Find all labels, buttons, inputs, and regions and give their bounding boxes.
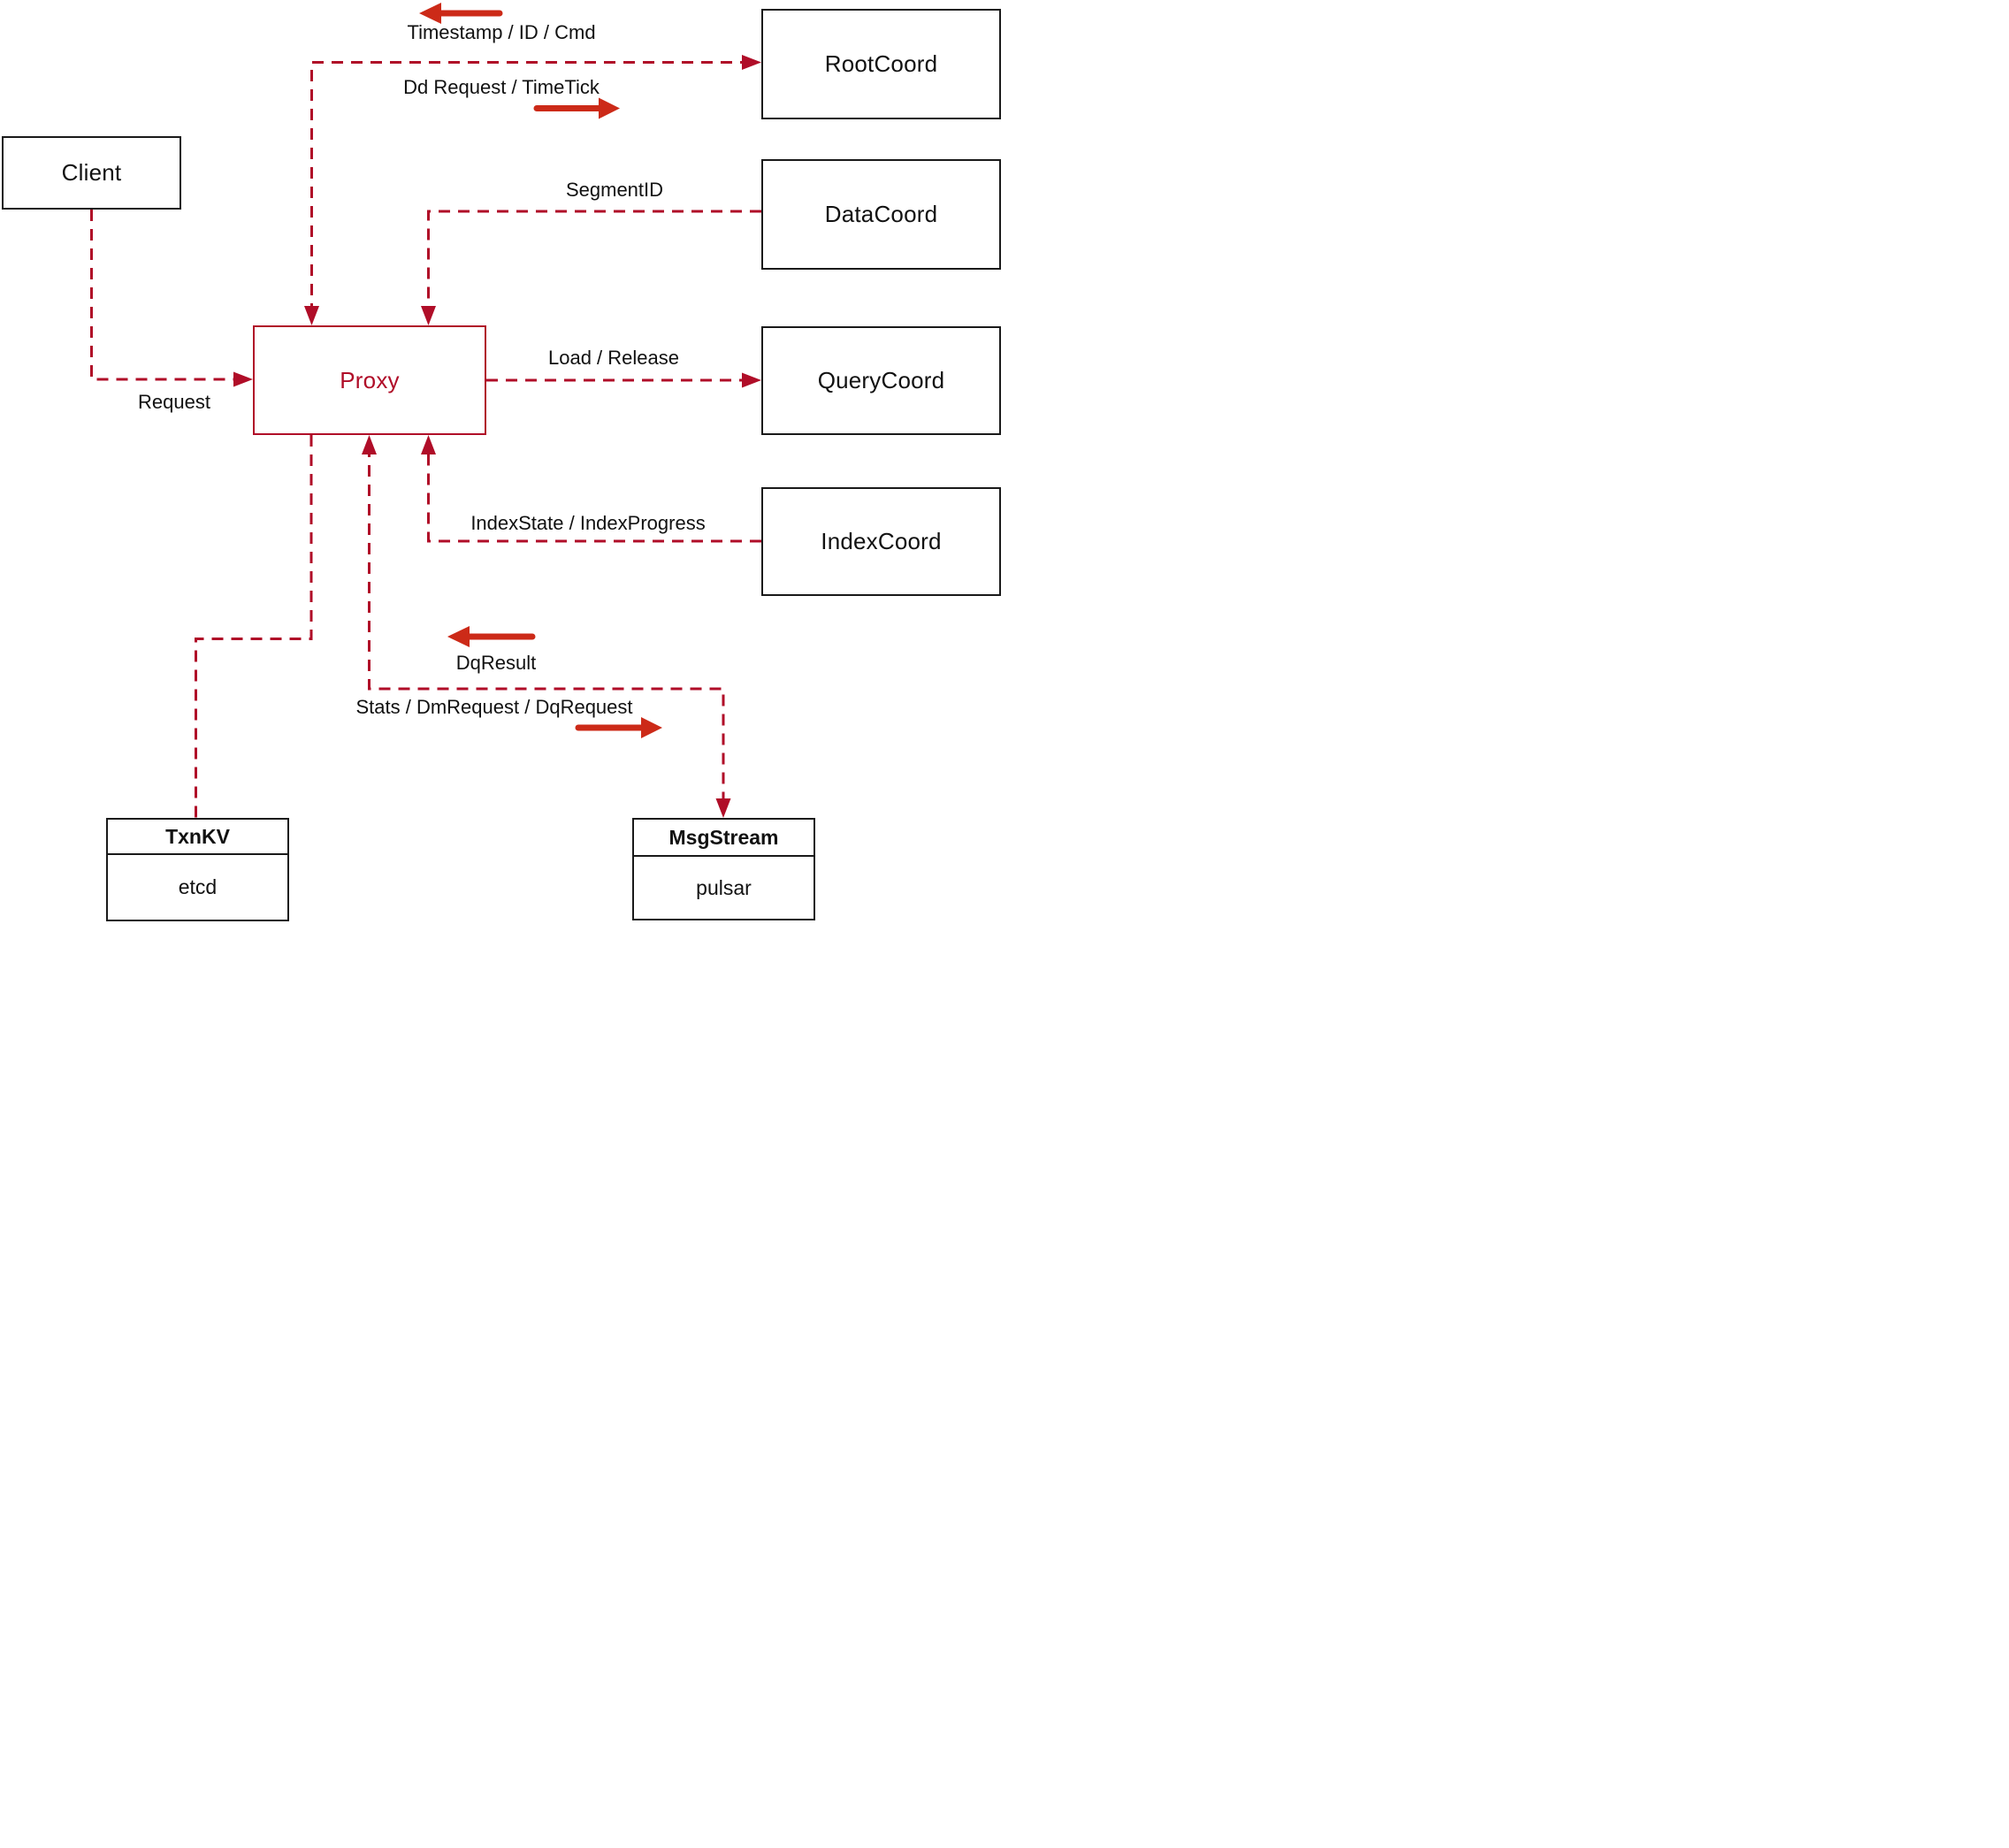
edge-datacoord-proxy-line bbox=[427, 210, 761, 315]
edge-label-segmentid: SegmentID bbox=[565, 179, 664, 201]
edge-label-dqresult: DqResult bbox=[455, 652, 537, 674]
node-proxy: Proxy bbox=[253, 325, 486, 435]
node-msgstream-impl: pulsar bbox=[696, 875, 752, 899]
node-rootcoord: RootCoord bbox=[761, 9, 1001, 119]
edge-client-proxy-line bbox=[90, 210, 233, 381]
node-txnkv-title: TxnKV bbox=[108, 820, 287, 855]
edge-label-stats-dmrequest-dqrequest: Stats / DmRequest / DqRequest bbox=[355, 696, 633, 718]
arrowhead-into-proxy-top-right bbox=[421, 306, 436, 325]
node-txnkv-impl: etcd bbox=[178, 875, 218, 898]
direction-arrow-left-dqresult bbox=[447, 626, 536, 647]
node-querycoord: QueryCoord bbox=[761, 326, 1001, 435]
connector-arrowheads bbox=[233, 55, 761, 818]
arrowhead-into-proxy-bottom-left bbox=[362, 435, 377, 454]
node-client-label: Client bbox=[61, 159, 122, 186]
arrowhead-into-rootcoord bbox=[742, 55, 761, 70]
arrowhead-into-proxy-left bbox=[233, 371, 253, 387]
edge-label-load-release: Load / Release bbox=[548, 347, 679, 369]
node-datacoord: DataCoord bbox=[761, 159, 1001, 270]
edge-label-request: Request bbox=[138, 391, 210, 413]
node-msgstream-title: MsgStream bbox=[634, 820, 814, 857]
edge-indexcoord-proxy-line bbox=[427, 446, 761, 543]
node-msgstream: MsgStream pulsar bbox=[632, 818, 815, 920]
edge-proxy-msgstream-line bbox=[368, 446, 725, 798]
edge-label-indexstate-indexprogress: IndexState / IndexProgress bbox=[470, 512, 706, 534]
connector-layer bbox=[90, 3, 761, 818]
edge-label-dd-request-timetick: Dd Request / TimeTick bbox=[403, 76, 600, 98]
node-datacoord-label: DataCoord bbox=[824, 201, 938, 227]
node-indexcoord: IndexCoord bbox=[761, 487, 1001, 596]
node-querycoord-label: QueryCoord bbox=[817, 367, 945, 393]
arrowhead-into-proxy-bottom-right bbox=[421, 435, 436, 454]
edge-proxy-txnkv-line bbox=[195, 435, 313, 818]
architecture-diagram: Client Proxy RootCoord DataCoord QueryCo… bbox=[0, 0, 1004, 924]
node-client: Client bbox=[2, 136, 181, 210]
direction-arrow-right-ddrequest bbox=[533, 97, 620, 119]
node-proxy-label: Proxy bbox=[340, 366, 400, 393]
node-txnkv: TxnKV etcd bbox=[106, 818, 289, 921]
arrowhead-into-msgstream bbox=[715, 798, 731, 818]
node-rootcoord-label: RootCoord bbox=[824, 50, 938, 77]
direction-arrow-left-timestamp bbox=[419, 3, 503, 24]
edge-label-timestamp-id-cmd: Timestamp / ID / Cmd bbox=[407, 21, 596, 43]
arrowhead-into-proxy-top-left bbox=[304, 306, 319, 325]
edge-proxy-rootcoord-line bbox=[310, 61, 742, 315]
node-indexcoord-label: IndexCoord bbox=[821, 528, 942, 554]
direction-arrow-right-stats bbox=[575, 717, 662, 738]
arrowhead-into-querycoord bbox=[742, 372, 761, 388]
